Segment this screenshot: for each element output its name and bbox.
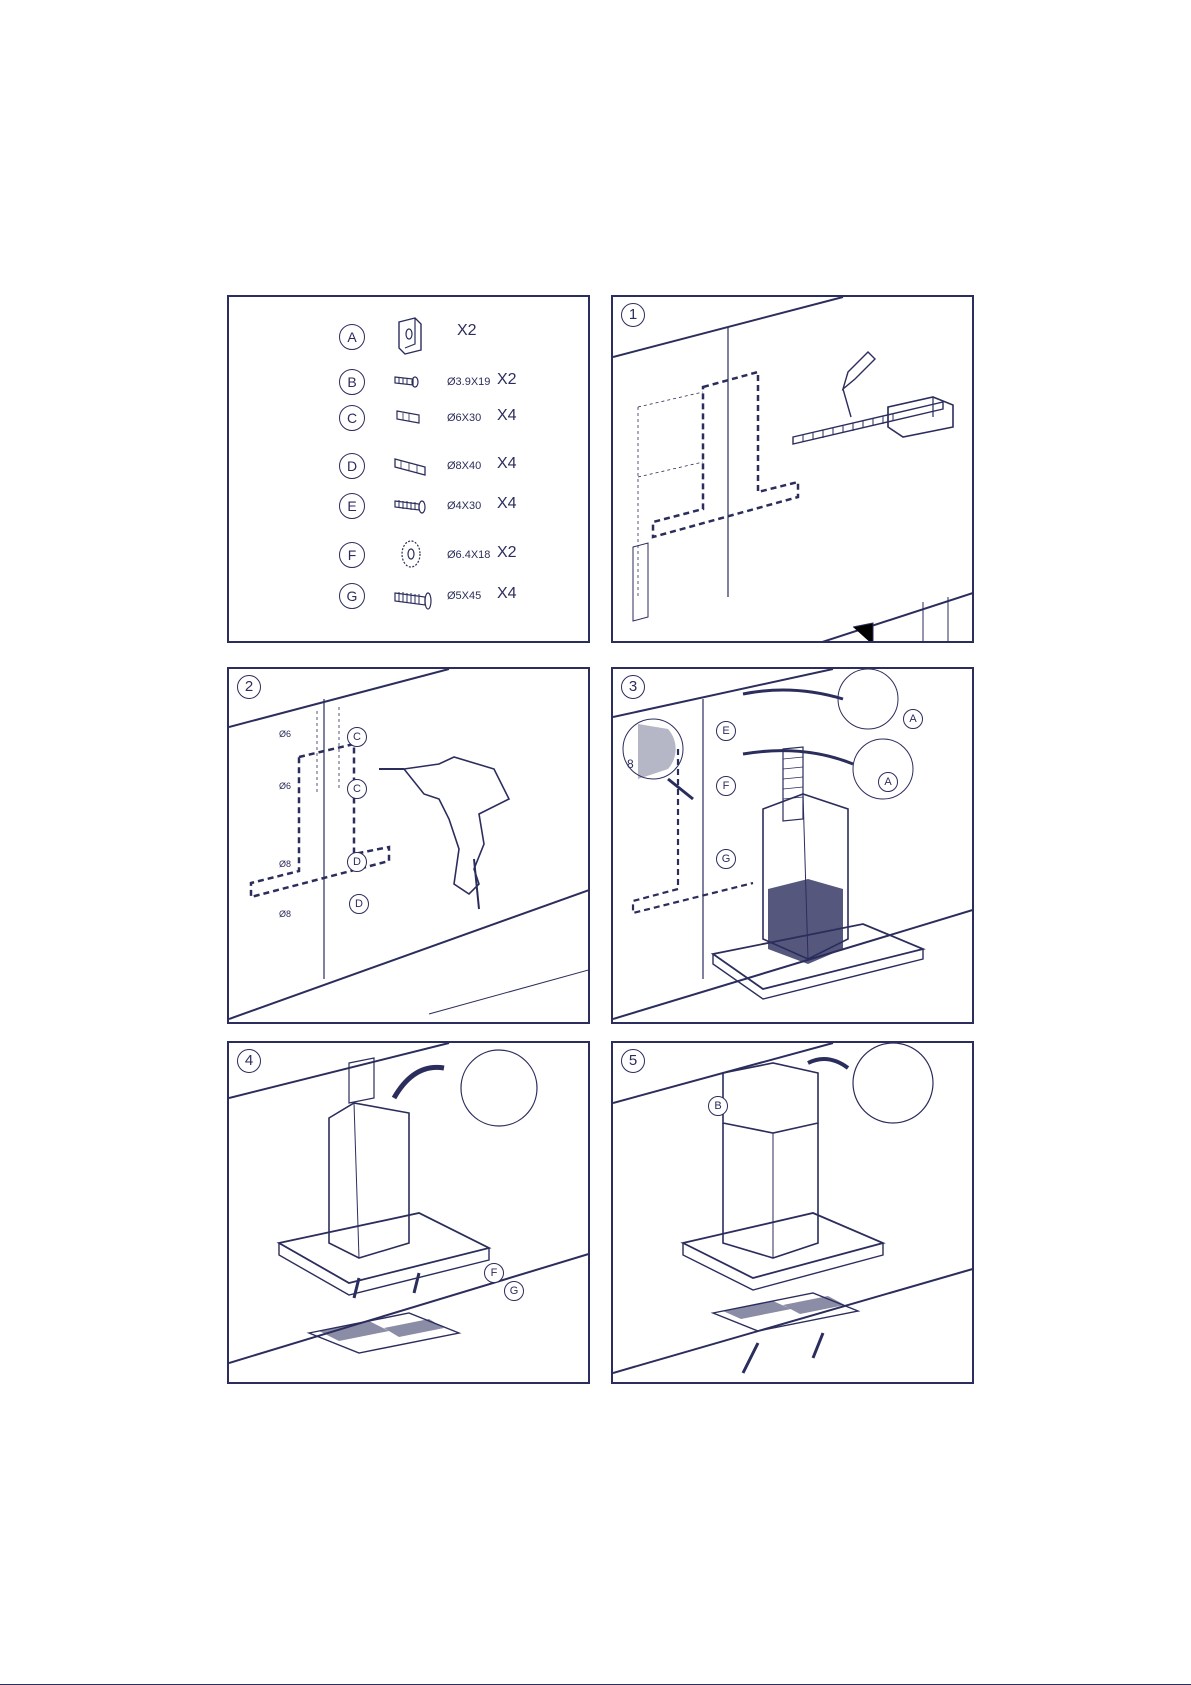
part-qty: X4 — [497, 585, 517, 603]
step-5-panel: 5 B — [611, 1041, 974, 1384]
small-screw-icon — [391, 369, 431, 393]
step-number: 5 — [621, 1049, 645, 1073]
step-number: 3 — [621, 675, 645, 699]
part-row-e: E Ø4X30 X4 — [339, 493, 590, 521]
part-letter: F — [339, 542, 365, 568]
part-qty: X2 — [457, 322, 477, 340]
step-3-panel: 3 E F G A A 8 — [611, 667, 974, 1024]
part-callout-g: G — [504, 1281, 524, 1301]
part-dimension: Ø8X40 — [447, 460, 481, 472]
part-row-d: D Ø8X40 X4 — [339, 453, 590, 481]
part-qty: X2 — [497, 371, 517, 389]
part-callout-f: F — [484, 1263, 504, 1283]
part-row-b: B Ø3.9X19 X2 — [339, 369, 590, 397]
part-callout-c: C — [347, 727, 367, 747]
part-callout-b: B — [708, 1096, 728, 1116]
step-1-illustration — [613, 297, 974, 643]
bracket-icon — [391, 316, 431, 356]
part-qty: X2 — [497, 544, 517, 562]
part-qty: X4 — [497, 495, 517, 513]
hole-diameter-label: Ø8 — [279, 909, 291, 919]
part-letter: G — [339, 583, 365, 609]
step-1-panel: 1 — [611, 295, 974, 643]
part-letter: B — [339, 369, 365, 395]
step-5-illustration — [613, 1043, 974, 1384]
part-letter: D — [339, 453, 365, 479]
part-row-g: G Ø5X45 X4 — [339, 583, 590, 611]
part-dimension: Ø5X45 — [447, 590, 481, 602]
part-callout-g: G — [716, 849, 736, 869]
long-screw-icon — [391, 583, 439, 613]
step-4-panel: 4 F G — [227, 1041, 590, 1384]
part-row-c: C Ø6X30 X4 — [339, 405, 590, 433]
parts-list-panel: A X2 B Ø3.9X19 X2 C Ø6X30 X4 D Ø8X40 — [227, 295, 590, 643]
detail-dimension-label: 8 — [627, 757, 634, 771]
step-2-panel: 2 Ø6 Ø6 Ø8 Ø8 C C D D — [227, 667, 590, 1024]
part-callout-d: D — [347, 852, 367, 872]
step-number: 4 — [237, 1049, 261, 1073]
part-qty: X4 — [497, 455, 517, 473]
part-letter: E — [339, 493, 365, 519]
part-qty: X4 — [497, 407, 517, 425]
step-number: 2 — [237, 675, 261, 699]
part-callout-a: A — [903, 709, 923, 729]
part-row-f: F Ø6.4X18 X2 — [339, 542, 590, 570]
part-callout-a: A — [878, 772, 898, 792]
hole-diameter-label: Ø8 — [279, 859, 291, 869]
wall-plug-icon — [391, 405, 431, 429]
step-number: 1 — [621, 303, 645, 327]
large-plug-icon — [391, 453, 435, 481]
part-row-a: A X2 — [339, 324, 590, 352]
part-dimension: Ø3.9X19 — [447, 376, 490, 388]
part-callout-f: F — [716, 776, 736, 796]
step-2-illustration — [229, 669, 590, 1024]
part-dimension: Ø6X30 — [447, 412, 481, 424]
part-letter: A — [339, 324, 365, 350]
part-dimension: Ø6.4X18 — [447, 549, 490, 561]
part-callout-e: E — [716, 721, 736, 741]
part-dimension: Ø4X30 — [447, 500, 481, 512]
part-letter: C — [339, 405, 365, 431]
hole-diameter-label: Ø6 — [279, 729, 291, 739]
part-callout-d: D — [349, 894, 369, 914]
part-callout-c: C — [347, 779, 367, 799]
step-4-illustration — [229, 1043, 590, 1384]
screw-icon — [391, 493, 435, 517]
hole-diameter-label: Ø6 — [279, 781, 291, 791]
washer-icon — [391, 539, 431, 569]
